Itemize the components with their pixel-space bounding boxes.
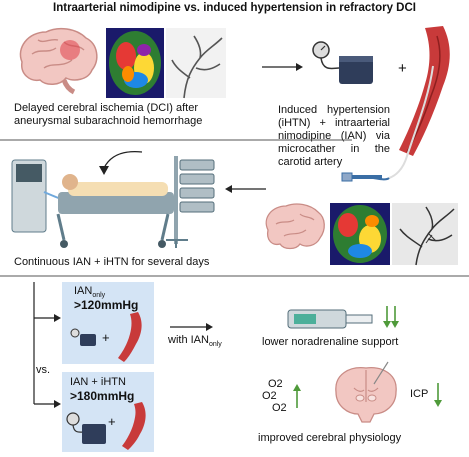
angiogram-followup-image: [392, 203, 458, 266]
box1-plus: +: [102, 330, 110, 345]
arrow-to-treatment: [262, 63, 303, 71]
noradrenaline-caption: lower noradrenaline support: [262, 336, 399, 348]
treatment-caption: Induced hypertension (iHTN) + intraarter…: [278, 104, 390, 168]
curved-arrow-to-icu: [99, 151, 143, 175]
with-ian-only-label: with IANonly: [168, 334, 222, 351]
small-vessel-icon-2: [122, 402, 146, 450]
down-arrow-icon: [434, 383, 442, 407]
ian-only-box: IANonly >120mmHg +: [62, 282, 154, 364]
comparison-bracket: [33, 282, 61, 408]
ian-ihtn-box: IAN + iHTN >180mmHg +: [62, 372, 154, 452]
ian-only-label-sub: only: [92, 292, 106, 300]
plus-sign: +: [398, 60, 407, 77]
brain-coronal-section-illustration: [335, 361, 397, 423]
small-bp-cuff-icon: [70, 328, 96, 346]
ian-only-label-main: IAN: [74, 285, 93, 297]
small-vessel-icon: [118, 312, 142, 362]
continuous-treatment-caption: Continuous IAN + iHTN for several days: [14, 256, 210, 268]
angiogram-image: [166, 28, 226, 99]
box2-plus: +: [108, 414, 116, 429]
blood-pressure-cuff-icon: [312, 41, 373, 84]
brain-followup-illustration: [265, 203, 325, 250]
physiology-caption: improved cerebral physiology: [258, 432, 402, 444]
carotid-artery-catheter-illustration: [354, 26, 450, 181]
microcatheter-hub-icon: [341, 172, 382, 182]
perfusion-map-image: [106, 28, 164, 98]
syringe-pump-icon: [287, 309, 373, 329]
icu-bed-illustration: [11, 156, 215, 248]
section-divider-lower: [0, 275, 469, 277]
arrow-to-icu: [225, 185, 266, 193]
o2-label-2: O2: [262, 390, 277, 402]
dci-caption: Delayed cerebral ischemia (DCI) after an…: [14, 102, 203, 127]
diagram-title: Intraarterial nimodipine vs. induced hyp…: [53, 2, 416, 14]
ian-ihtn-label: IAN + iHTN: [70, 376, 126, 388]
perfusion-map-followup-image: [330, 203, 390, 265]
o2-label-3: O2: [272, 402, 287, 414]
vs-label: vs.: [36, 364, 51, 376]
ian-ihtn-threshold: >180mmHg: [70, 389, 135, 403]
double-down-arrow-icon: [383, 306, 399, 328]
o2-label-1: O2: [268, 378, 283, 390]
large-bp-cuff-icon: [66, 412, 106, 444]
up-arrow-icon: [293, 384, 301, 408]
arrow-to-outcomes: [170, 323, 213, 331]
icp-label: ICP: [410, 388, 429, 400]
with-ian-only-main: with IAN: [168, 334, 209, 346]
ian-only-threshold: >120mmHg: [74, 298, 139, 312]
with-ian-only-sub: only: [208, 341, 222, 349]
section-divider: [0, 139, 352, 141]
brain-ischemia-illustration: [19, 27, 98, 95]
ian-only-label: IANonly: [74, 285, 105, 299]
